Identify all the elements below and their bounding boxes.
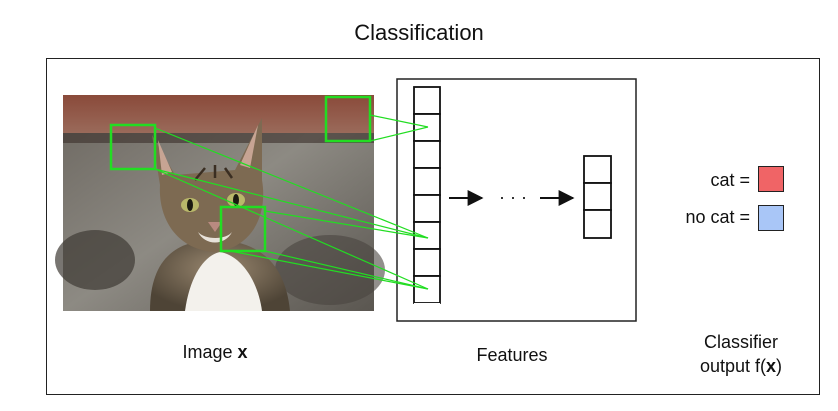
legend-label-cat: cat =	[710, 170, 750, 190]
detection-box	[109, 123, 157, 171]
legend-label-no-cat: no cat =	[685, 207, 750, 227]
cat-photo	[55, 95, 385, 311]
detection-boxes	[109, 95, 372, 253]
mapping-lines	[154, 114, 429, 290]
feature-cell	[413, 167, 441, 196]
output-cell	[583, 209, 612, 239]
image-label: Image x	[160, 342, 270, 363]
feature-cell	[413, 194, 441, 223]
detection-box	[219, 205, 267, 253]
feature-cell	[413, 86, 441, 115]
features-label: Features	[476, 345, 548, 365]
feature-cell	[413, 140, 441, 169]
ellipsis: · · ·	[499, 187, 527, 207]
diagram-frame	[46, 58, 820, 395]
classifier-output-label: Classifier output f(x)	[676, 330, 806, 378]
image-label-var: x	[237, 342, 248, 362]
detection-box	[324, 95, 372, 143]
output-vector	[583, 155, 612, 239]
image-label-text: Image	[182, 342, 238, 362]
classifier-output-line2: output f(x)	[699, 356, 783, 376]
classifier-output-line1: Classifier	[703, 332, 778, 352]
output-cell	[583, 182, 612, 211]
feature-cell	[413, 248, 441, 277]
feature-vector	[413, 86, 441, 313]
legend-swatch-no-cat	[758, 205, 784, 231]
legend-swatch-cat	[758, 166, 784, 192]
output-cell	[583, 155, 612, 184]
feature-cell	[413, 275, 441, 304]
diagram-title: Classification	[354, 20, 484, 45]
